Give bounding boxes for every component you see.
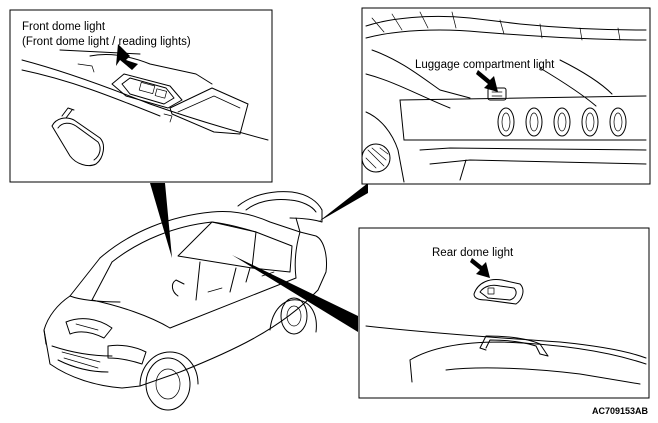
- luggage-illustration: [361, 11, 647, 183]
- luggage-arrow: [476, 70, 498, 92]
- front-dome-label-line1: Front dome light: [22, 21, 106, 33]
- front-dome-pointer: [150, 183, 172, 258]
- front-dome-panel: [9, 9, 273, 183]
- luggage-pointer: [318, 183, 368, 222]
- rear-dome-panel: [358, 227, 650, 399]
- figure-code: AC709153AB: [592, 406, 649, 416]
- rear-dome-pointer: [232, 255, 358, 332]
- front-dome-label-line2: (Front dome light / reading lights): [22, 36, 191, 48]
- rear-dome-arrow: [470, 258, 490, 278]
- front-dome-arrow: [116, 44, 138, 70]
- luggage-label: Luggage compartment light: [415, 59, 555, 71]
- sedan-illustration: [43, 191, 327, 411]
- rear-dome-label: Rear dome light: [432, 247, 514, 259]
- front-dome-illustration: [21, 44, 269, 167]
- rear-dome-illustration: [365, 258, 647, 385]
